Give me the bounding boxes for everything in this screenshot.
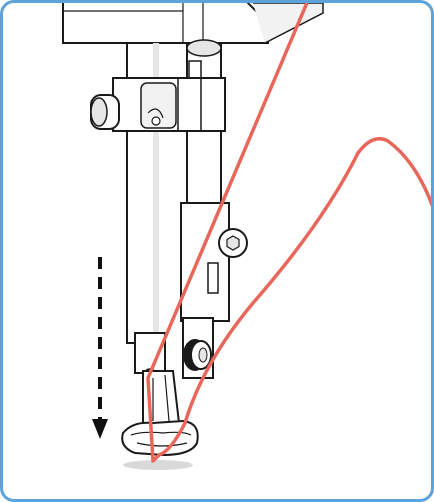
foot-shadow — [123, 460, 193, 470]
foot-thumb-screw — [183, 339, 212, 371]
thread-path — [146, 3, 431, 463]
presser-foot — [121, 370, 199, 457]
presser-foot-mount — [180, 202, 248, 322]
machine-body — [62, 3, 324, 44]
dashed-down-arrow-icon — [92, 257, 108, 439]
thumb-screw-left — [90, 94, 120, 130]
presser-bar — [186, 39, 222, 224]
sewing-machine-presser-foot-illustration — [62, 3, 431, 470]
needle-clamp-block — [112, 77, 226, 132]
